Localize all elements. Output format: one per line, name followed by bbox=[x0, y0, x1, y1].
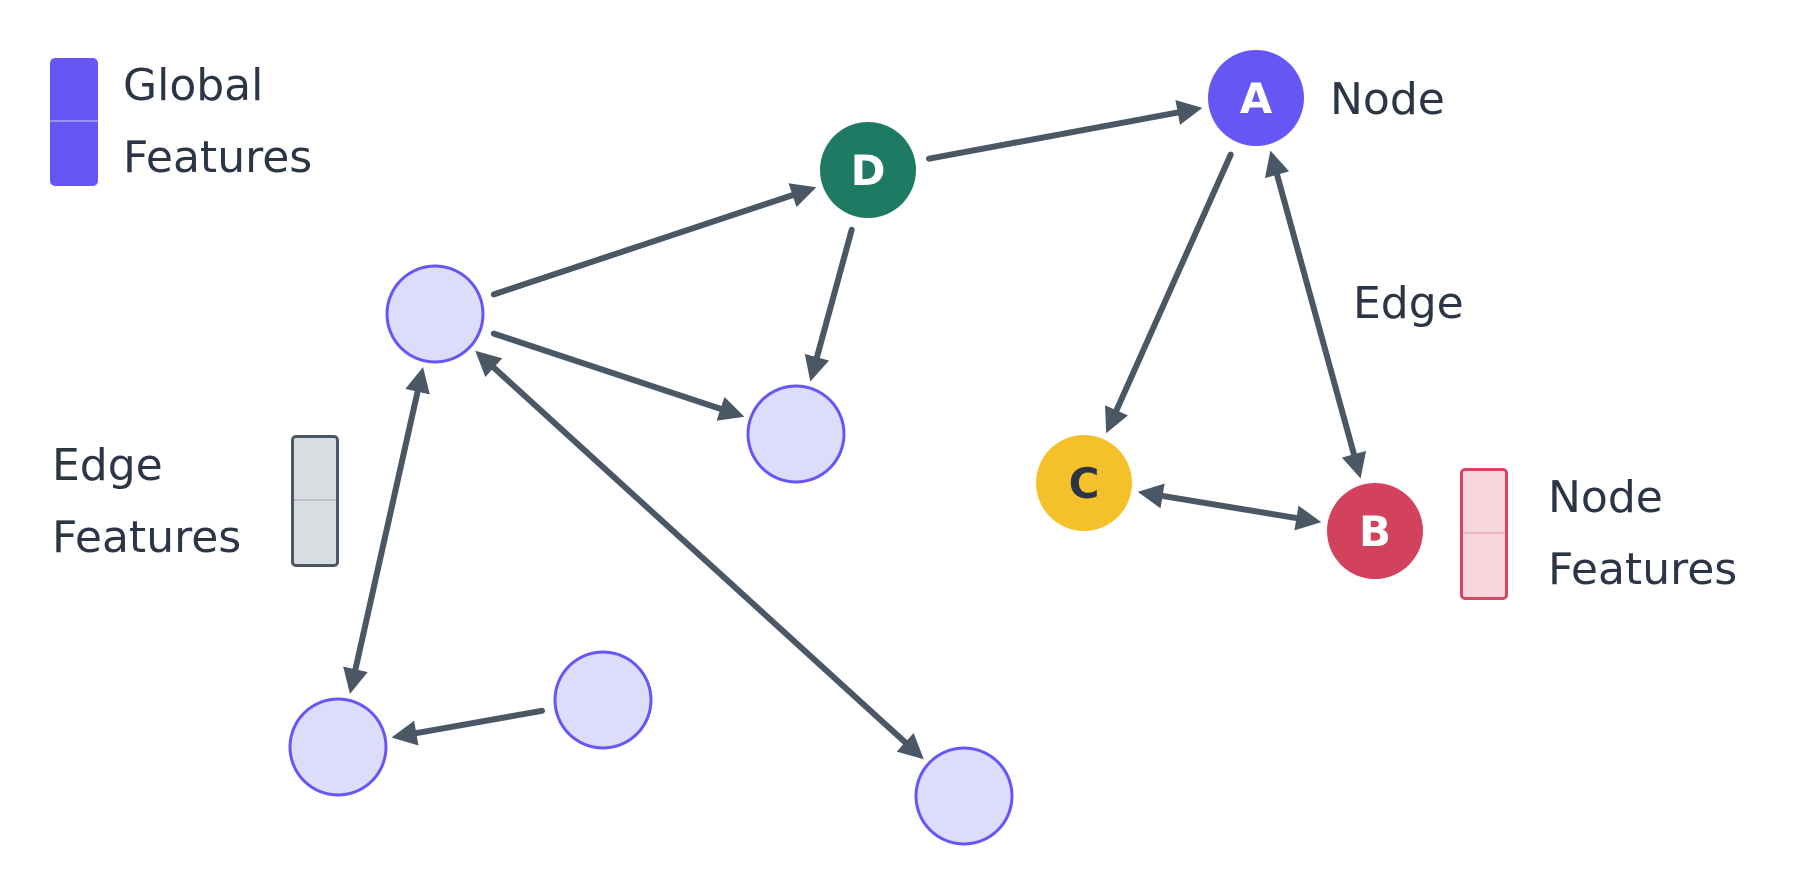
node-n4 bbox=[553, 650, 653, 750]
node-features-label-line1: Node bbox=[1548, 472, 1663, 523]
node-circle-n1 bbox=[385, 264, 485, 364]
edge-D-n2 bbox=[804, 226, 855, 382]
node-annotation-label: Node bbox=[1330, 74, 1445, 125]
global-features-swatch bbox=[50, 58, 98, 186]
node-circle-n3 bbox=[288, 697, 388, 797]
node-features-cell-bottom bbox=[1463, 534, 1505, 597]
global-features-label: Global Features bbox=[123, 50, 312, 194]
node-n2 bbox=[746, 384, 846, 484]
node-features-cell-top bbox=[1463, 471, 1505, 534]
global-features-label-line1: Global bbox=[123, 60, 264, 111]
node-circle-n2 bbox=[746, 384, 846, 484]
node-text-C: C bbox=[1069, 459, 1100, 508]
edge-n1-D bbox=[490, 183, 817, 298]
edge-A-B bbox=[1264, 150, 1367, 479]
global-features-label-line2: Features bbox=[123, 132, 313, 183]
edge-features-cell-top bbox=[294, 438, 336, 501]
global-features-cell-bottom bbox=[50, 122, 98, 186]
nodes-layer: A B C D bbox=[288, 50, 1423, 846]
node-A: A bbox=[1208, 50, 1304, 146]
edge-annotation-label: Edge bbox=[1353, 278, 1464, 329]
node-B: B bbox=[1327, 483, 1423, 579]
edge-D-A bbox=[926, 100, 1203, 162]
edge-features-label: Edge Features bbox=[52, 430, 241, 574]
node-C: C bbox=[1036, 435, 1132, 531]
global-features-cell-top bbox=[50, 58, 98, 122]
node-circle-D bbox=[820, 122, 916, 218]
node-text-D: D bbox=[851, 146, 886, 195]
edge-features-cell-bottom bbox=[294, 501, 336, 564]
node-n1 bbox=[385, 264, 485, 364]
node-circle-n4 bbox=[553, 650, 653, 750]
edge-n1-n3 bbox=[343, 367, 430, 694]
edge-features-swatch bbox=[291, 435, 339, 567]
node-features-label: Node Features bbox=[1548, 462, 1737, 606]
node-circle-C bbox=[1036, 435, 1132, 531]
node-circle-n5 bbox=[914, 746, 1014, 846]
edges-layer bbox=[343, 100, 1367, 760]
node-circle-B bbox=[1327, 483, 1423, 579]
node-text-B: B bbox=[1359, 507, 1391, 556]
node-features-swatch bbox=[1460, 468, 1508, 600]
node-n3 bbox=[288, 697, 388, 797]
node-text-A: A bbox=[1240, 74, 1273, 123]
edge-features-label-line2: Features bbox=[52, 512, 242, 563]
node-n5 bbox=[914, 746, 1014, 846]
edge-n1-n5 bbox=[475, 350, 924, 760]
node-D: D bbox=[820, 122, 916, 218]
node-features-label-line2: Features bbox=[1548, 544, 1738, 595]
node-circle-A bbox=[1208, 50, 1304, 146]
edge-A-C bbox=[1104, 151, 1234, 434]
edge-C-B bbox=[1137, 483, 1322, 531]
edge-features-label-line1: Edge bbox=[52, 440, 163, 491]
edge-n4-n3 bbox=[391, 707, 545, 746]
